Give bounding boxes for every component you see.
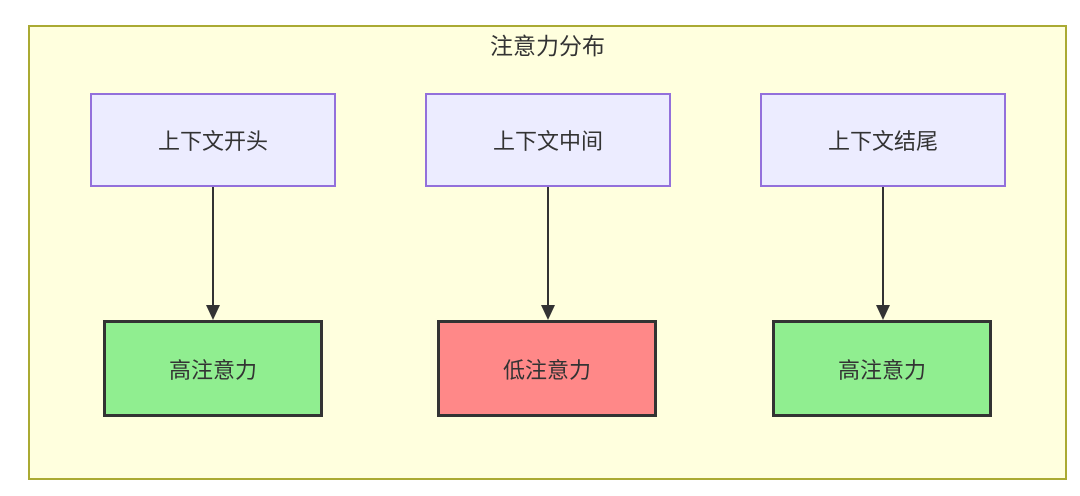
source-node-label: 上下文开头: [157, 129, 268, 154]
diagram-title: 注意力分布: [490, 33, 605, 59]
target-node-label: 高注意力: [168, 357, 257, 383]
source-node-context-middle: 上下文中间: [425, 93, 671, 187]
arrow-down-icon: [540, 187, 556, 320]
arrow-down-icon: [205, 187, 221, 320]
source-node-label: 上下文结尾: [827, 129, 938, 154]
target-node-label: 低注意力: [502, 357, 591, 383]
source-node-context-start: 上下文开头: [90, 93, 336, 187]
source-node-label: 上下文中间: [492, 129, 603, 154]
target-node-low-attention: 低注意力: [437, 320, 657, 417]
target-node-high-attention-2: 高注意力: [772, 320, 992, 417]
target-node-label: 高注意力: [837, 357, 926, 383]
target-node-high-attention-1: 高注意力: [103, 320, 323, 417]
diagram-canvas: 注意力分布 上下文开头 高注意力 上下文中间 低注意力 上下文结尾 高注意力: [28, 25, 1067, 480]
source-node-context-end: 上下文结尾: [760, 93, 1006, 187]
arrow-down-icon: [875, 187, 891, 320]
